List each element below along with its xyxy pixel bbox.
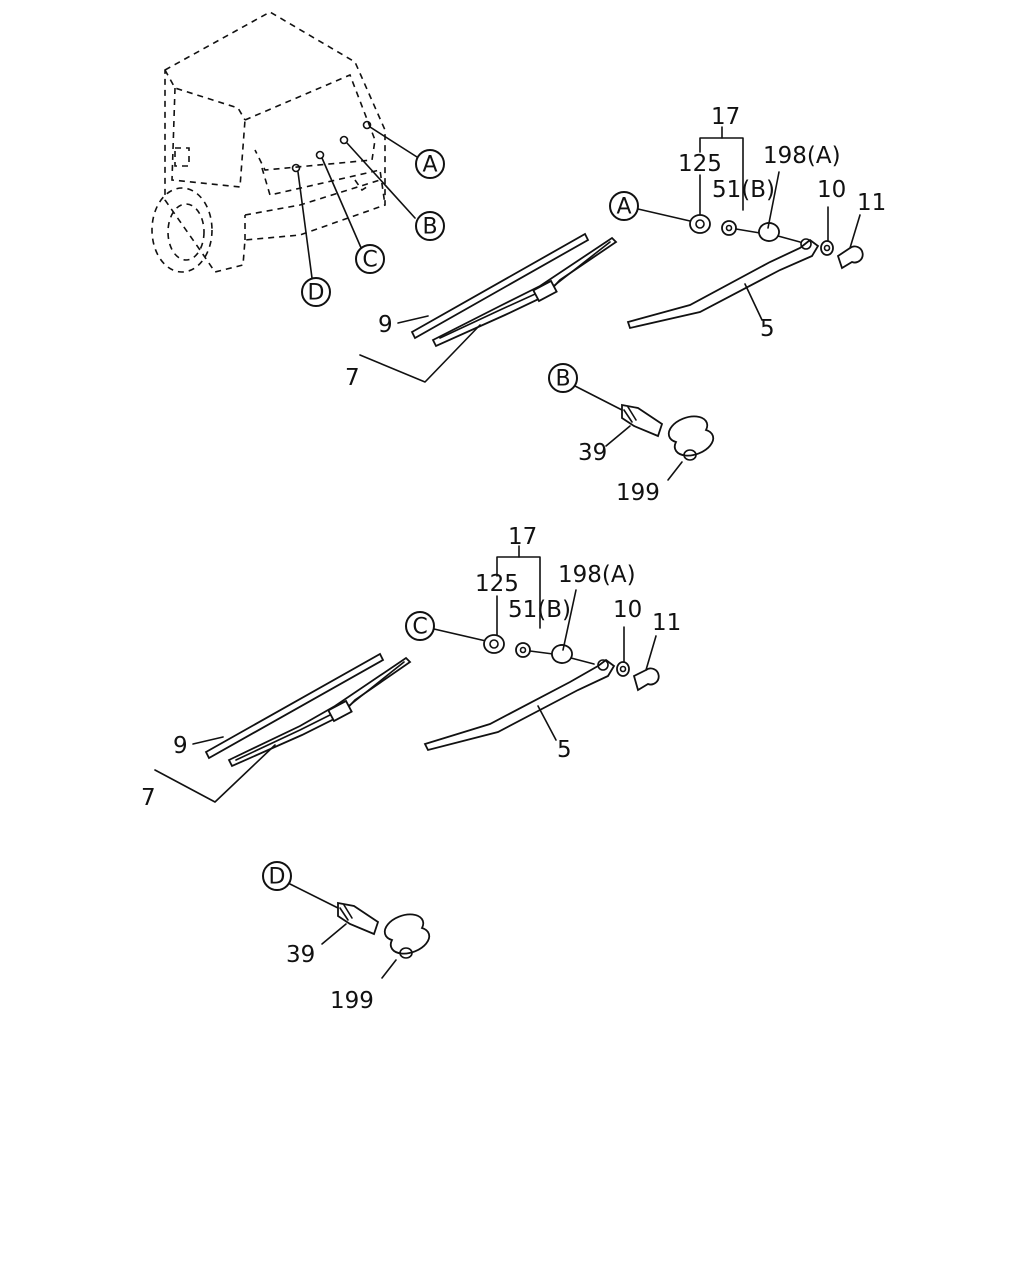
- callout-a-vehicle: A: [415, 149, 445, 179]
- bottom-parts-row: [483, 589, 660, 692]
- svg-text:D: D: [269, 865, 286, 890]
- top-label-199: 199: [616, 480, 660, 506]
- svg-text:A: A: [616, 195, 631, 220]
- bottom-label-7: 7: [141, 785, 156, 811]
- callout-a-top: A: [609, 191, 691, 222]
- top-label-10: 10: [817, 177, 846, 203]
- top-label-17: 17: [711, 104, 740, 130]
- callout-b-nozzle: B: [548, 363, 623, 411]
- bottom-label-5: 5: [557, 737, 572, 763]
- top-label-51b: 51(B): [712, 177, 775, 203]
- callout-d-nozzle: D: [262, 861, 339, 909]
- callout-c-vehicle: C: [355, 244, 385, 274]
- bottom-label-51b: 51(B): [508, 597, 571, 623]
- svg-text:B: B: [555, 367, 570, 392]
- bottom-label-198a: 198(A): [558, 562, 636, 588]
- svg-text:D: D: [308, 281, 325, 306]
- bottom-wiper-arm: [423, 658, 616, 752]
- svg-text:C: C: [362, 248, 377, 273]
- top-parts-row: [689, 171, 864, 270]
- bottom-wiper-blade: [154, 652, 412, 803]
- top-label-7: 7: [345, 365, 360, 391]
- bottom-label-199: 199: [330, 988, 374, 1014]
- bottom-kit-bracket: [496, 545, 541, 637]
- bottom-label-11: 11: [652, 610, 681, 636]
- bottom-label-125: 125: [475, 571, 519, 597]
- top-wiper-blade: [359, 232, 618, 383]
- top-label-125: 125: [678, 151, 722, 177]
- callout-c-bottom: C: [405, 611, 487, 642]
- svg-text:B: B: [422, 215, 437, 240]
- top-nozzle-parts: [605, 403, 715, 481]
- bottom-label-9: 9: [173, 733, 188, 759]
- bottom-nozzle-parts: [321, 901, 431, 979]
- top-kit-bracket: [699, 126, 744, 216]
- top-label-39: 39: [578, 440, 607, 466]
- top-label-198a: 198(A): [763, 143, 841, 169]
- callout-d-vehicle: D: [301, 277, 331, 307]
- callout-b-vehicle: B: [415, 211, 445, 241]
- top-label-11: 11: [857, 190, 886, 216]
- bottom-label-10: 10: [613, 597, 642, 623]
- vehicle-rear-outline: [151, 11, 418, 279]
- svg-text:C: C: [412, 615, 427, 640]
- bottom-label-39: 39: [286, 942, 315, 968]
- top-label-9: 9: [378, 312, 393, 338]
- top-wiper-arm: [626, 238, 820, 330]
- bottom-label-17: 17: [508, 524, 537, 550]
- svg-text:A: A: [422, 153, 437, 178]
- top-label-5: 5: [760, 316, 775, 342]
